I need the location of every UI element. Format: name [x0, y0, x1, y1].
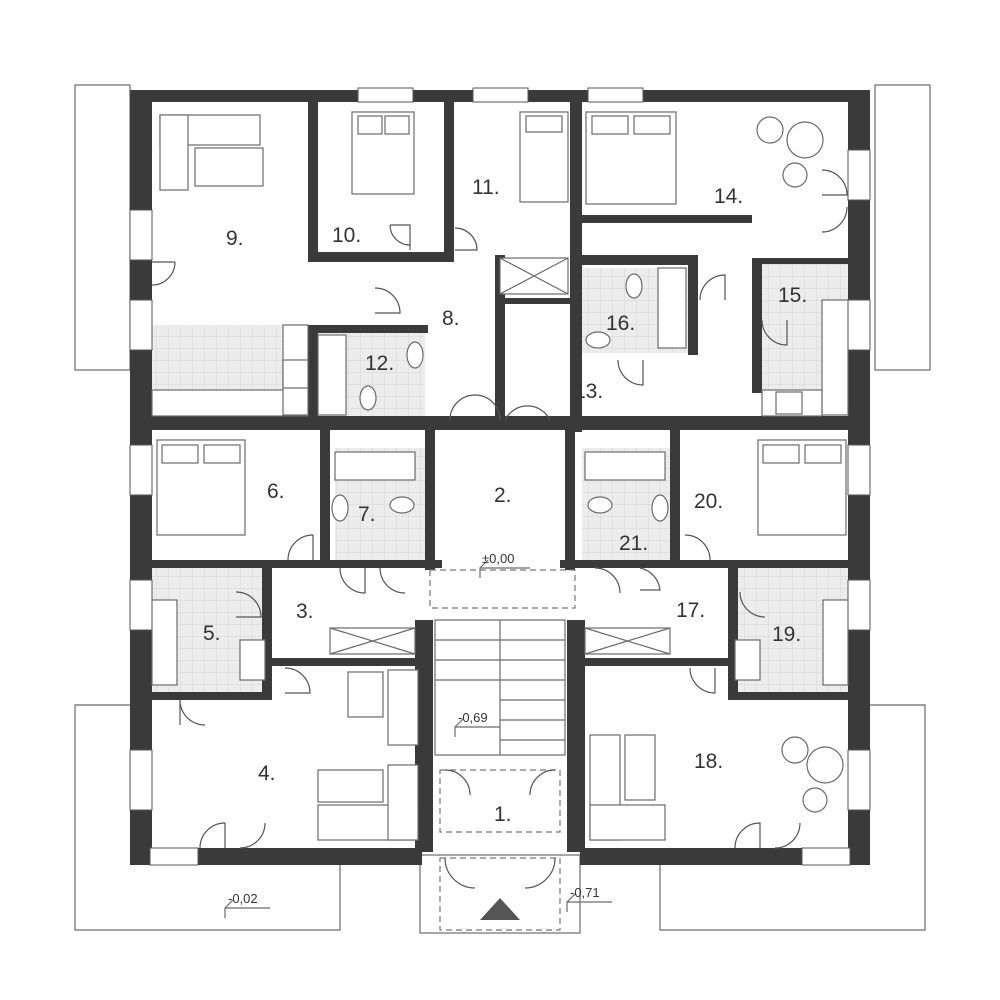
balcony-top-left [74, 84, 131, 371]
sofa-icon [159, 114, 666, 841]
room-label: 8. [442, 307, 460, 330]
closets [329, 257, 671, 655]
level-label: ±0,00 [482, 551, 514, 566]
room-label: 21. [619, 532, 648, 555]
room-label: 16. [606, 312, 635, 335]
room-label: 10. [332, 224, 361, 247]
balconies [74, 84, 931, 934]
level-label: -0,71 [570, 885, 600, 900]
balcony-top-right [874, 84, 931, 371]
room-label: 13. [574, 380, 603, 403]
entrance-arrow-icon [480, 898, 520, 920]
room-label: 17. [676, 599, 705, 622]
level-markers: ±0,00 -0,69 -0,02 -0,71 [224, 551, 612, 918]
interior-walls [152, 102, 852, 865]
toilet-icon [359, 273, 643, 514]
room-label: 18. [694, 750, 723, 773]
entrance-mat [439, 857, 561, 931]
room-label: 1. [494, 803, 512, 826]
room-label: 14. [714, 185, 743, 208]
terrace-bottom-left [74, 704, 341, 931]
room-label: 4. [258, 762, 276, 785]
stove-icon [151, 299, 849, 686]
room-label: 7. [358, 503, 376, 526]
room-label: 3. [296, 600, 314, 623]
bed-icon [156, 111, 847, 536]
terrace-bottom-right [659, 704, 926, 931]
bathtub-icon [317, 267, 687, 481]
room-labels: 1. 2. 3. 4. 5. 6. 7. 8. 9. 10. 11. 12. 1… [203, 176, 807, 826]
staircase-icon [429, 569, 576, 833]
doors [151, 169, 848, 889]
room-label: 11. [472, 176, 500, 199]
entrance-landing [419, 854, 581, 934]
room-label: 19. [772, 623, 801, 646]
level-label: -0,02 [228, 891, 258, 906]
room-label: 6. [267, 480, 285, 503]
room-label: 9. [226, 227, 244, 250]
room-label: 15. [778, 284, 807, 307]
windows [129, 87, 871, 866]
table-icon [756, 116, 844, 813]
room-label: 5. [203, 622, 221, 645]
room-label: 2. [494, 484, 512, 507]
room-label: 20. [694, 490, 723, 513]
room-label: 12. [365, 352, 394, 375]
level-label: -0,69 [458, 710, 488, 725]
